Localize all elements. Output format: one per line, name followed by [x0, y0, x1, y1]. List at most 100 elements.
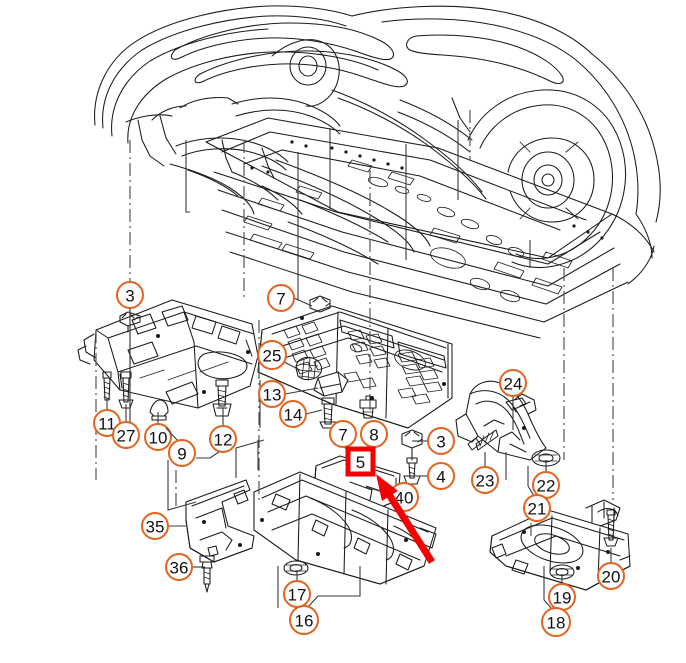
push-clip-icon-3r: [401, 429, 423, 461]
callout-label: 12: [214, 431, 233, 450]
callout-label: 40: [395, 489, 414, 508]
callout-3-13[interactable]: 3: [412, 427, 455, 455]
callout-circle[interactable]: [289, 605, 319, 635]
callout-7-1[interactable]: 7: [267, 284, 313, 312]
callout-circle[interactable]: [112, 421, 140, 449]
callout-leader-line: [305, 409, 323, 415]
callout-label: 23: [476, 472, 495, 491]
callout-label: 24: [504, 375, 523, 394]
callout-circle[interactable]: [523, 494, 551, 522]
callout-18-24[interactable]: 18: [541, 599, 571, 637]
expanding-rivet-icon: [118, 371, 134, 409]
expanding-rivet-icon-36: [199, 555, 215, 593]
callout-circle[interactable]: [267, 284, 295, 312]
callout-circle[interactable]: [258, 380, 286, 408]
callout-label: 18: [547, 614, 566, 633]
callout-circle[interactable]: [499, 369, 527, 397]
callout-8-12[interactable]: 8: [360, 420, 388, 453]
callout-leader-line: [527, 485, 535, 497]
lower-deflector-panel: [253, 471, 437, 585]
callout-circle[interactable]: [427, 462, 455, 490]
callout-14-4[interactable]: 14: [279, 400, 323, 428]
callout-circle[interactable]: [541, 607, 571, 637]
callout-label: 14: [284, 406, 303, 425]
callout-circle[interactable]: [141, 512, 169, 540]
callout-circle[interactable]: [279, 400, 307, 428]
callout-label: 27: [117, 427, 136, 446]
callout-circle[interactable]: [165, 553, 193, 581]
callout-label: 3: [125, 287, 134, 306]
callout-circle[interactable]: [209, 425, 237, 453]
callout-circle[interactable]: [427, 427, 455, 455]
callout-circle[interactable]: [144, 423, 172, 451]
callout-label: 36: [170, 559, 189, 578]
callout-36-20[interactable]: 36: [165, 553, 205, 581]
callout-10-8[interactable]: 10: [144, 412, 172, 451]
grommet-icon-25: [295, 357, 323, 381]
callout-leader-line: [307, 595, 319, 608]
callout-label: 25: [263, 347, 282, 366]
callout-label: 17: [288, 586, 307, 605]
highlight-label: 5: [356, 453, 365, 472]
highlight-layer[interactable]: 5: [345, 446, 435, 564]
callout-label: 16: [295, 612, 314, 631]
callout-leader-line: [283, 361, 301, 371]
callout-label: 11: [98, 415, 116, 434]
callout-circle[interactable]: [471, 466, 499, 494]
highlight-box[interactable]: [345, 446, 376, 477]
callout-leader-line: [543, 599, 553, 610]
callout-label: 7: [338, 426, 347, 445]
callout-21-18[interactable]: 21: [523, 485, 551, 522]
right-wheel-housing-liner: [489, 499, 631, 591]
vehicle-body-outline: [94, 5, 661, 339]
callout-label: 13: [263, 386, 282, 405]
front-bracket: [185, 479, 255, 563]
callout-circle[interactable]: [168, 439, 196, 467]
callout-label: 4: [436, 468, 445, 487]
callout-label: 19: [553, 589, 572, 608]
callout-circle[interactable]: [257, 340, 287, 370]
callout-label: 35: [146, 518, 165, 537]
callout-17-21[interactable]: 17: [283, 570, 311, 608]
callout-23-16[interactable]: 23: [471, 452, 499, 494]
callout-25-2[interactable]: 25: [257, 340, 301, 371]
callout-24-5[interactable]: 24: [499, 369, 527, 412]
callout-label: 7: [276, 290, 285, 309]
callout-9-9[interactable]: 9: [165, 427, 196, 467]
callout-13-3[interactable]: 13: [258, 380, 319, 408]
callout-4-14[interactable]: 4: [412, 462, 455, 490]
hex-bolt-icon: [102, 371, 112, 401]
callout-40-15[interactable]: 40: [365, 482, 419, 512]
center-underbody-panel: [257, 305, 453, 429]
callout-label: 10: [149, 429, 168, 448]
callout-label: 9: [177, 445, 186, 464]
push-clip-icon: [119, 311, 141, 333]
callout-label: 3: [436, 433, 445, 452]
callout-20-25[interactable]: 20: [597, 548, 625, 590]
callout-22-17[interactable]: 22: [532, 460, 560, 499]
callout-label: 20: [602, 568, 621, 587]
screw-icon-23: [467, 429, 499, 451]
highlight-arrow-head: [376, 474, 398, 502]
callout-circle[interactable]: [329, 420, 357, 448]
hex-bolt-icon-4: [403, 457, 421, 485]
callout-leader-line: [284, 387, 319, 395]
callout-circle[interactable]: [116, 281, 144, 309]
hex-bolt-icon-20: [603, 509, 619, 547]
small-bracket-13: [313, 371, 349, 397]
callout-7-11[interactable]: 7: [329, 420, 357, 453]
callout-leader-line: [165, 427, 179, 442]
callout-27-7[interactable]: 27: [112, 404, 140, 449]
air-duct: [455, 380, 547, 461]
callout-16-22[interactable]: 16: [289, 595, 319, 635]
callout-35-19[interactable]: 35: [141, 512, 186, 540]
callout-3-0[interactable]: 3: [116, 281, 144, 420]
callout-label: 21: [528, 500, 547, 519]
left-underbody-panel: [77, 299, 259, 409]
callout-12-10[interactable]: 12: [209, 408, 237, 453]
callout-circle[interactable]: [597, 562, 625, 590]
highlight-arrow-shaft: [384, 490, 435, 564]
